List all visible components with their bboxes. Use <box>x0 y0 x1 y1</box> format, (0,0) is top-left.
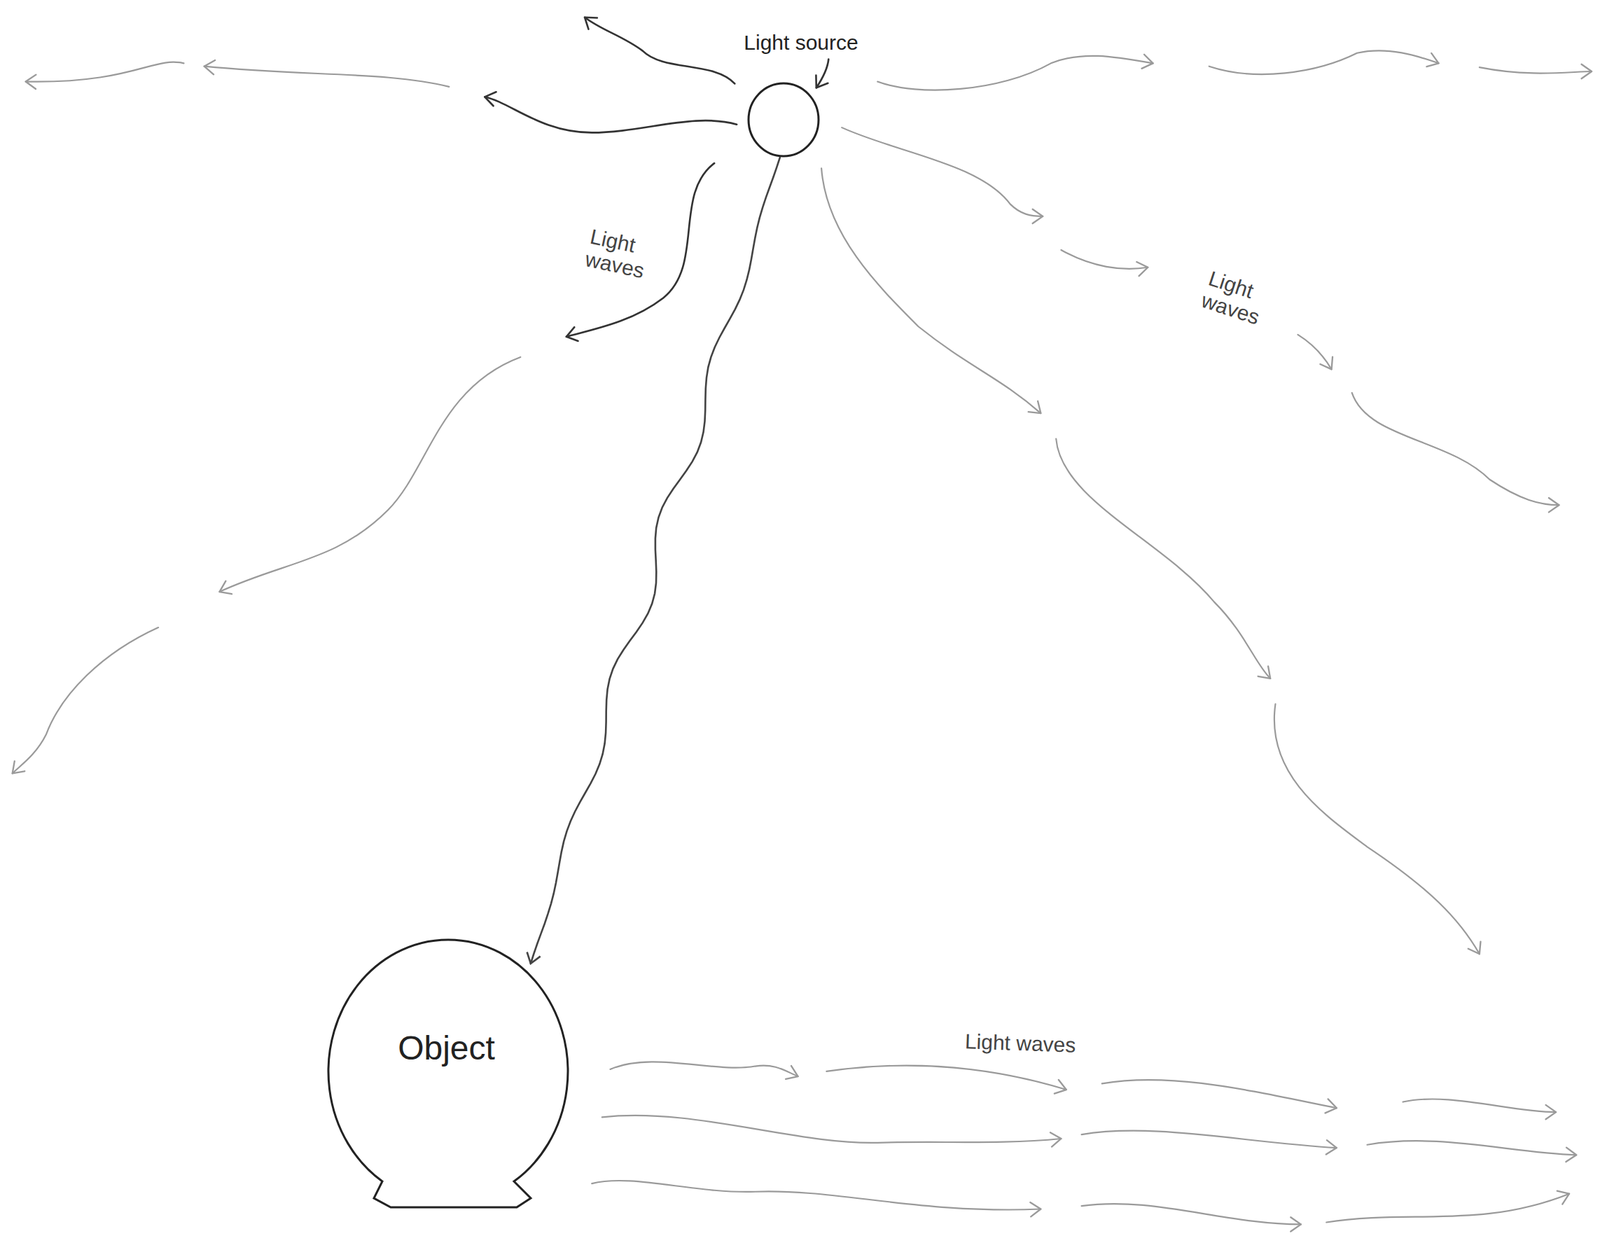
light-wave <box>1274 703 1480 954</box>
label-pointer <box>816 59 829 89</box>
object-shape: Object <box>326 923 567 1215</box>
light-wave <box>566 163 715 337</box>
wave-label: Light waves <box>964 1029 1076 1057</box>
object-outline <box>326 923 567 1215</box>
light-wave <box>584 17 735 85</box>
light-wave <box>591 1180 1041 1210</box>
light-wave <box>484 96 737 133</box>
outline-stroke <box>748 83 819 157</box>
light-wave <box>602 1115 1062 1143</box>
light-wave <box>841 127 1043 217</box>
light-wave <box>610 1061 799 1077</box>
light-wave <box>1326 1193 1570 1223</box>
light-wave-connector <box>530 157 781 964</box>
light-wave <box>1209 50 1439 75</box>
light-wave <box>1055 439 1271 679</box>
light-wave <box>219 357 521 592</box>
light-wave <box>204 66 450 87</box>
light-wave <box>1081 1203 1302 1224</box>
light-wave <box>1081 1130 1337 1148</box>
outline-stroke <box>328 939 568 1208</box>
light-wave <box>826 1065 1066 1090</box>
light-wave <box>1060 249 1148 269</box>
light-wave <box>1102 1079 1337 1108</box>
light-wave <box>25 62 185 82</box>
node-heading: Light source <box>743 30 858 54</box>
light-wave <box>1298 334 1332 370</box>
light-wave <box>877 56 1153 91</box>
light-wave <box>1403 1098 1557 1112</box>
light-wave <box>1479 67 1592 73</box>
node-label: Object <box>397 1030 496 1068</box>
light-wave <box>1352 392 1560 505</box>
light-source-outline <box>747 81 820 158</box>
wave-label: Light waves <box>1198 266 1270 329</box>
light-wave <box>1367 1140 1577 1155</box>
light-wave <box>821 168 1041 414</box>
light-wave <box>12 627 159 774</box>
light-source-circle: Light source <box>747 81 820 158</box>
wave-label: Light waves <box>583 224 652 283</box>
